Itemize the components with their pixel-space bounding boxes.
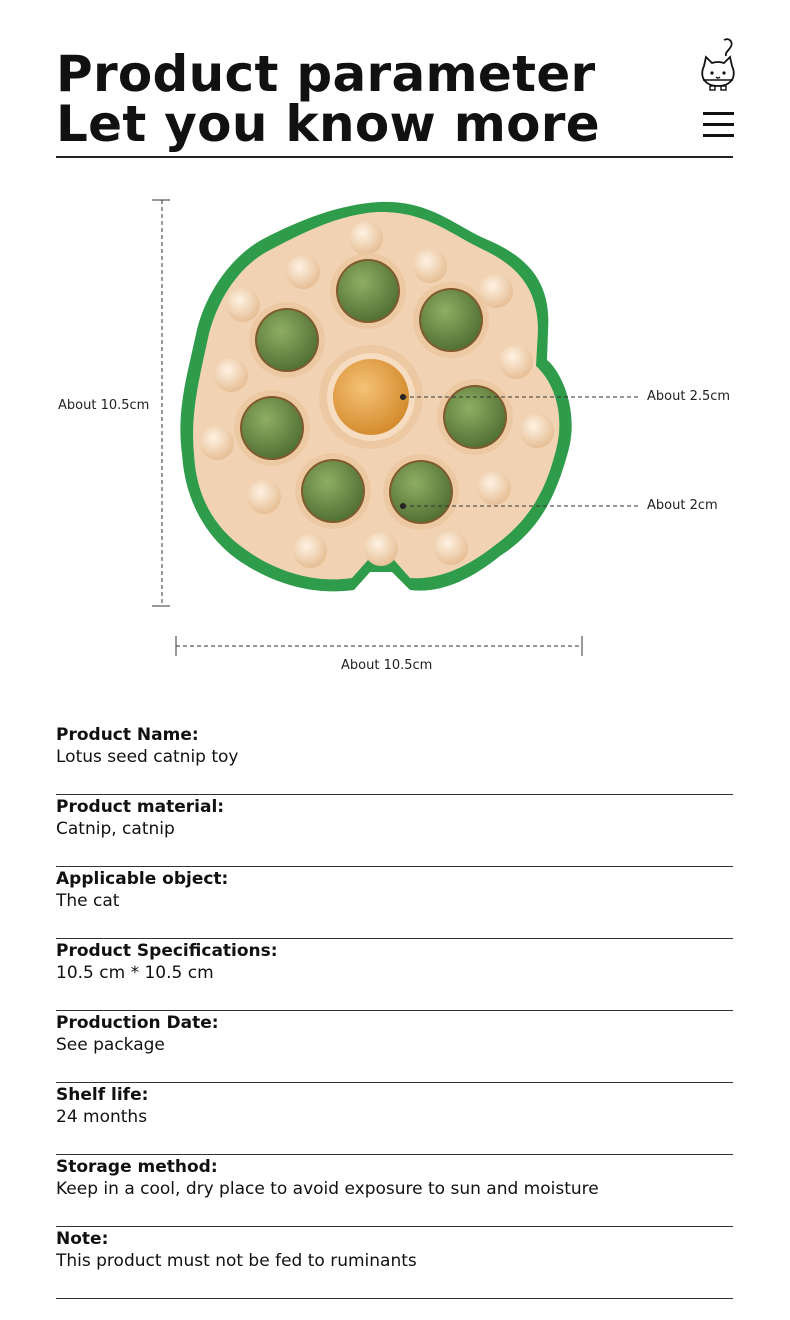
spec-row-storage-method: Storage method: Keep in a cool, dry plac… [56,1156,733,1227]
spec-value: Catnip, catnip [56,819,175,839]
header-divider [56,156,733,158]
spec-value: Keep in a cool, dry place to avoid expos… [56,1179,599,1199]
spec-row-specifications: Product Specifications: 10.5 cm * 10.5 c… [56,940,733,1011]
spec-row-applicable-object: Applicable object: The cat [56,868,733,939]
hamburger-menu-icon[interactable] [703,112,734,138]
spec-label: Production Date: [56,1013,219,1033]
small-ball-size-label: About 2cm [647,498,718,513]
spec-row-product-name: Product Name: Lotus seed catnip toy [56,724,733,795]
width-dimension-label: About 10.5cm [341,658,433,673]
spec-value: 10.5 cm * 10.5 cm [56,963,214,983]
spec-value: The cat [56,891,120,911]
spec-label: Storage method: [56,1157,218,1177]
spec-value: See package [56,1035,165,1055]
spec-row-shelf-life: Shelf life: 24 months [56,1084,733,1155]
spec-row-note: Note: This product must not be fed to ru… [56,1228,733,1299]
spec-label: Product Name: [56,725,199,745]
width-dimension-line [175,636,583,656]
product-dimension-diagram [152,199,641,656]
spec-label: Note: [56,1229,109,1249]
spec-label: Product material: [56,797,225,817]
spec-label: Applicable object: [56,869,229,889]
center-ball-size-label: About 2.5cm [647,389,731,404]
center-ball-leader-line [400,394,641,400]
spec-row-material: Product material: Catnip, catnip [56,796,733,867]
center-ball [319,345,423,449]
spec-label: Shelf life: [56,1085,149,1105]
spec-label: Product Specifications: [56,941,278,961]
small-ball-leader-line [400,503,641,509]
catnip-balls [234,253,513,530]
spec-value: 24 months [56,1107,148,1127]
height-dimension-line [152,199,170,607]
spec-value: Lotus seed catnip toy [56,747,239,767]
page-title-line-1: Product parameter [56,45,596,103]
spec-value: This product must not be fed to ruminant… [56,1251,417,1271]
lotus-toy-image [180,201,572,592]
height-dimension-label: About 10.5cm [58,398,150,413]
page-title-line-2: Let you know more [56,95,600,153]
decorative-bumps [200,221,554,568]
cat-icon [701,38,735,91]
spec-row-production-date: Production Date: See package [56,1012,733,1083]
